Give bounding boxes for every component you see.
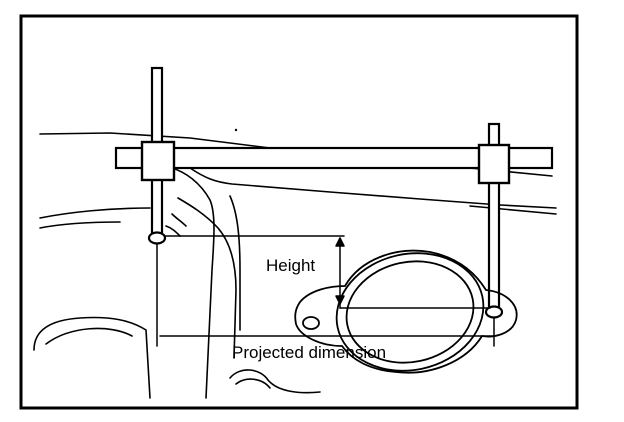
left-pointer-tip bbox=[147, 231, 167, 245]
dimension-lines bbox=[156, 235, 495, 347]
figure-frame bbox=[19, 14, 579, 410]
projected-dimension-label: Projected dimension bbox=[232, 343, 386, 362]
flange-bolt-hole bbox=[302, 316, 320, 330]
left-slider-block bbox=[140, 140, 176, 182]
right-slider-block bbox=[477, 143, 511, 185]
height-label: Height bbox=[266, 256, 315, 275]
flange bbox=[294, 249, 518, 374]
left-pointer bbox=[140, 66, 176, 245]
gauge-beam bbox=[114, 146, 554, 170]
